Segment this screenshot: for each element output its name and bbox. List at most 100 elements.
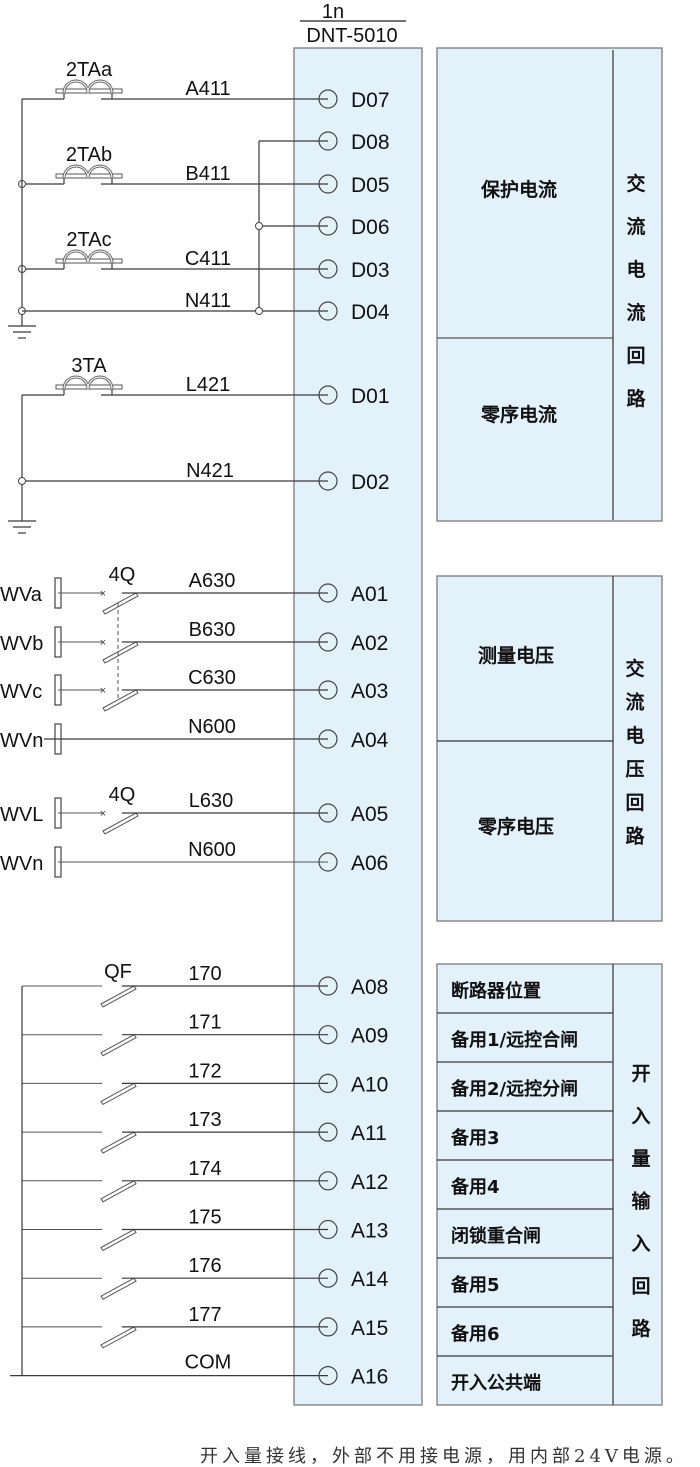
legend-binary-row: 闭锁重合闸 [451,1225,541,1247]
terminal-label-A04: A04 [351,729,389,752]
terminal-label-A03: A03 [351,680,388,703]
device-header: 1n DNT-5010 [300,1,406,47]
legend-binary-row: 备用2/远控分闸 [450,1078,578,1100]
terminal-label-D02: D02 [351,471,390,494]
switch-contact-icon [102,592,139,615]
legend-row-zero-seq-current: 零序电流 [480,403,557,426]
terminal-label-A15: A15 [351,1317,388,1340]
terminal-circle-icon[interactable] [318,1073,338,1094]
terminal-circle-icon[interactable] [318,1317,338,1337]
wire-label-176: 176 [188,1255,221,1277]
terminal-circle-icon[interactable] [318,385,338,405]
switch-contact-icon [100,1034,137,1057]
legend-binary-rows: 断路器位置备用1/远控合闸备用2/远控分闸备用3备用4闭锁重合闸备用5备用6开入… [437,980,613,1394]
junction-node-icon [255,307,263,315]
terminal-label-A12: A12 [351,1171,388,1194]
wire-label-173: 173 [188,1109,221,1131]
legend-title-char: 电 [625,724,644,747]
terminal-circle-icon[interactable] [318,1025,338,1045]
legend-binary-row: 备用3 [450,1127,500,1149]
breaker-trip-mark-icon: × [100,685,106,697]
voltage-bus-icon: WVa [0,577,62,609]
legend-title-char: 交 [625,657,644,680]
terminal-circle-icon[interactable] [318,301,338,321]
terminal-label-D01: D01 [351,385,390,408]
device-model: DNT-5010 [306,25,397,47]
terminal-label-A14: A14 [351,1268,389,1291]
terminal-circle-icon[interactable] [318,680,338,700]
wire-label-L630: L630 [189,790,234,812]
wire-label-A411: A411 [185,78,230,100]
legend-title-char: 交 [626,172,645,195]
ac-voltage-wiring: WVa×A630A01WVb×B630A02WVc×C630A03WVnN600… [0,564,389,878]
bus-label: WVn [0,853,43,875]
wire-label-L421: L421 [186,374,231,396]
terminal-circle-icon[interactable] [318,976,338,996]
terminal-circle-icon[interactable] [318,174,338,194]
terminal-circle-icon[interactable] [318,1122,338,1142]
ct-label: 2TAb [66,144,112,166]
terminal-circle-icon[interactable] [318,471,338,491]
terminal-label-A10: A10 [351,1073,388,1096]
terminal-circle-icon[interactable] [318,1365,338,1386]
junction-node-icon [18,477,26,485]
terminal-circle-icon[interactable] [318,1171,338,1191]
wire-label-170: 170 [188,963,221,985]
wire-label-B630-1: B630 [189,619,236,641]
terminal-label-A06: A06 [351,852,388,875]
legend-title-char: 路 [626,387,646,410]
switch-contact-icon [102,689,139,712]
wire-label-COM: COM [185,1352,232,1374]
ground-icon [8,325,36,339]
wire-label-172: 172 [188,1060,221,1082]
legend-binary-row: 备用1/远控合闸 [450,1029,578,1051]
ct-label: 2TAa [66,59,113,81]
legend-title-char: 入 [631,1106,650,1128]
terminal-circle-icon[interactable] [318,131,338,151]
legend-title-char: 路 [631,1317,651,1340]
terminal-label-A09: A09 [351,1025,388,1048]
wire-label-A630-0: A630 [189,570,236,592]
terminal-label-D07: D07 [351,89,390,112]
terminal-circle-icon[interactable] [318,729,338,749]
wire-label-171: 171 [188,1012,221,1034]
switch-contact-icon [100,985,137,1008]
terminal-circle-icon[interactable] [318,803,338,823]
terminal-circle-icon[interactable] [318,216,338,236]
legend-title-char: 流 [626,215,645,238]
wire-label-177: 177 [188,1304,221,1326]
breaker-trip-mark-icon: × [100,588,106,600]
zero-seq-breaker-label: 4Q [109,784,136,806]
legend-binary-row: 开入公共端 [451,1373,541,1394]
terminal-circle-icon[interactable] [318,632,338,652]
wire-label-N600-3: N600 [188,716,236,738]
terminal-circle-icon[interactable] [318,852,338,872]
ct-label: 3TA [71,355,107,377]
current-transformer-icon: 2TAa [55,59,123,99]
legend-binary-row: 断路器位置 [451,980,541,1002]
terminal-block [293,47,423,1406]
terminal-circle-icon[interactable] [318,583,338,603]
legend-binary: 断路器位置备用1/远控合闸备用2/远控分闸备用3备用4闭锁重合闸备用5备用6开入… [436,963,663,1406]
terminal-circle-icon[interactable] [318,1268,338,1288]
wire-label-C411: C411 [185,248,231,270]
terminal-circle-icon[interactable] [318,259,338,279]
ct-label: 2TAc [66,229,111,251]
terminal-circle-icon[interactable] [318,89,338,109]
voltage-bus-icon: WVc [0,674,62,706]
legend-binary-row: 备用6 [450,1323,500,1345]
device-designation: 1n [322,1,344,23]
terminal-circle-icon[interactable] [318,1219,338,1240]
terminal-label-A13: A13 [351,1220,388,1243]
switch-contact-icon [100,1326,137,1349]
breaker-trip-mark-icon: × [100,808,106,820]
terminal-label-A11: A11 [351,1122,387,1145]
terminal-label-D04: D04 [351,301,390,324]
legend-title-char: 压 [625,759,644,781]
legend-row-protection-current: 保护电流 [480,178,557,201]
wire-label-C630-2: C630 [188,667,236,689]
legend-title-char: 流 [625,691,644,714]
legend-binary-row: 备用4 [450,1176,500,1198]
